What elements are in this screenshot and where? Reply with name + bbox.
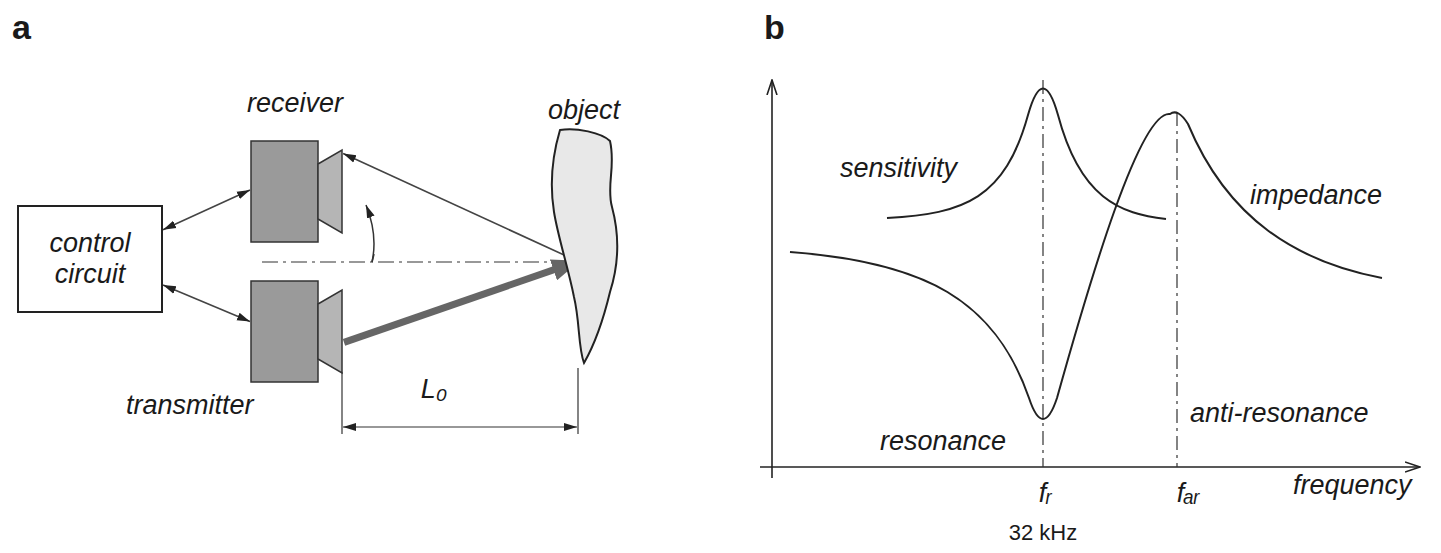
transducer-horn [318,150,342,233]
object-shape: object [540,95,650,367]
dimension-label: L₀ [419,374,449,405]
panel-letter: b [764,8,785,47]
axis-tick-label: fᵣ [1037,478,1054,509]
axis-tick-label: 32 kHz [1009,520,1077,545]
transducer-horn [318,290,342,373]
ultrasonic-transducer [250,280,344,384]
curve-label: impedance [1250,180,1382,211]
emitted-wave-arrow [344,261,578,342]
anti-resonance-line [1176,112,1177,467]
node-label: object [548,95,620,126]
point-label: anti-resonance [1190,398,1369,429]
panel-letter: a [12,8,31,47]
receiver-unit: receiver [222,88,352,246]
dimension-line [341,372,342,434]
node-label: control circuit [24,228,156,290]
echo-line [343,154,578,262]
axis-tick-label: fₐᵣ [1175,478,1201,509]
resonance-line [1042,80,1043,467]
object-body [552,129,617,363]
object-outline [546,127,626,367]
x-axis [760,466,1420,468]
transmitter-unit: transmitter [120,280,352,420]
dimension-line [577,368,578,434]
signal-line [163,190,250,230]
curve-label: sensitivity [840,153,957,184]
signal-line [163,285,250,322]
control-box: control circuit [17,205,163,313]
transducer-body [251,141,318,242]
node-label: transmitter [126,390,254,421]
dimension-line [460,426,577,427]
point-label: resonance [880,426,1006,457]
node-label: receiver [247,88,343,119]
angle-arc [372,254,374,262]
angle-arc [366,205,374,262]
center-line [262,261,572,262]
axis-title: frequency [1293,470,1412,501]
y-axis [771,80,773,478]
ultrasonic-transducer [250,140,344,244]
transducer-body [251,281,318,382]
dimension-line [343,426,460,427]
impedance-curve [790,112,1382,419]
